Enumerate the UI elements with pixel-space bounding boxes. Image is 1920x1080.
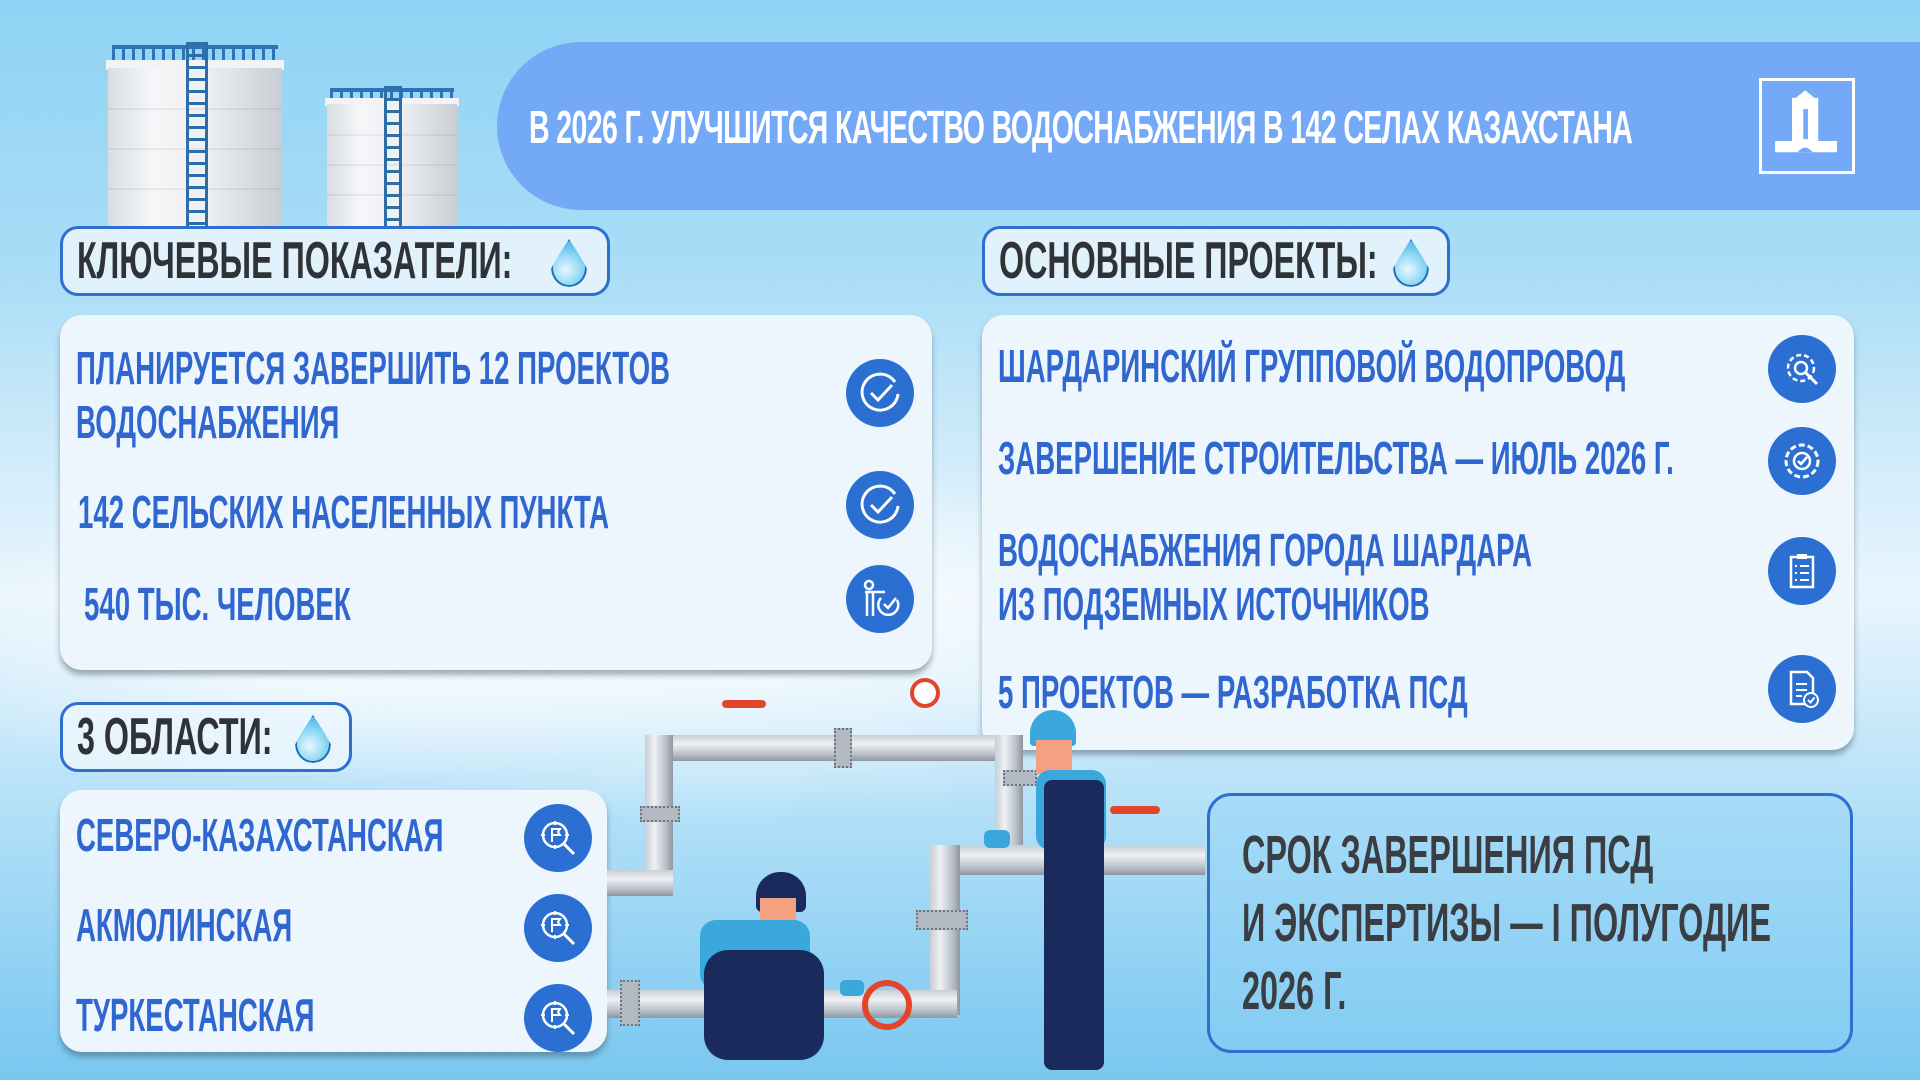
gear-check-icon [1768, 427, 1836, 495]
document-check-icon [1768, 655, 1836, 723]
pressure-gauge-icon [910, 678, 940, 708]
key-indicators-card: ПЛАНИРУЕТСЯ ЗАВЕРШИТЬ 12 ПРОЕКТОВ ВОДОСН… [60, 315, 932, 670]
check-circle-icon [846, 471, 914, 539]
person-check-icon [846, 565, 914, 633]
indicator-projects-line2: ВОДОСНАБЖЕНИЯ [76, 396, 340, 448]
region-akmola: АКМОЛИНСКАЯ [76, 899, 293, 951]
project-shardara-pipeline: ШАРДАРИНСКИЙ ГРУППОВОЙ ВОДОПРОВОД [998, 340, 1626, 392]
water-drop-icon [1393, 239, 1429, 287]
main-projects-card: ШАРДАРИНСКИЙ ГРУППОВОЙ ВОДОПРОВОД ЗАВЕРШ… [982, 315, 1854, 750]
map-search-flag-icon [524, 804, 592, 872]
deadline-line3: 2026 Г. [1242, 961, 1347, 1021]
water-drop-icon [551, 239, 587, 287]
key-indicators-heading: КЛЮЧЕВЫЕ ПОКАЗАТЕЛИ: [60, 226, 610, 296]
deadline-box: СРОК ЗАВЕРШЕНИЯ ПСД И ЭКСПЕРТИЗЫ — I ПОЛ… [1207, 793, 1853, 1053]
indicator-villages: 142 СЕЛЬСКИХ НАСЕЛЕННЫХ ПУНКТА [78, 486, 610, 538]
project-construction-deadline: ЗАВЕРШЕНИЕ СТРОИТЕЛЬСТВА — ИЮЛЬ 2026 Г. [998, 432, 1674, 484]
government-building-icon [1759, 78, 1855, 174]
header-banner: В 2026 Г. УЛУЧШИТСЯ КАЧЕСТВО ВОДОСНАБЖЕН… [497, 42, 1920, 210]
regions-card: СЕВЕРО-КАЗАХСТАНСКАЯ АКМОЛИНСКАЯ ТУРКЕСТ… [60, 790, 607, 1052]
region-north-kazakhstan: СЕВЕРО-КАЗАХСТАНСКАЯ [76, 809, 444, 861]
project-shardara-city-line2: ИЗ ПОДЗЕМНЫХ ИСТОЧНИКОВ [998, 578, 1430, 630]
valve-handle-icon [1110, 806, 1160, 814]
wheel-valve-icon [862, 980, 912, 1030]
project-psd-development: 5 ПРОЕКТОВ — РАЗРАБОТКА ПСД [998, 666, 1468, 718]
main-projects-heading: ОСНОВНЫЕ ПРОЕКТЫ: [982, 226, 1450, 296]
deadline-line2: И ЭКСПЕРТИЗЫ — I ПОЛУГОДИЕ [1242, 893, 1771, 953]
map-search-flag-icon [524, 984, 592, 1052]
indicator-people: 540 ТЫС. ЧЕЛОВЕК [84, 578, 351, 630]
deadline-line1: СРОК ЗАВЕРШЕНИЯ ПСД [1242, 825, 1654, 885]
water-drop-icon [295, 715, 331, 763]
page-title: В 2026 Г. УЛУЧШИТСЯ КАЧЕСТВО ВОДОСНАБЖЕН… [529, 101, 1633, 153]
region-turkestan: ТУРКЕСТАНСКАЯ [76, 989, 315, 1041]
indicator-projects-line1: ПЛАНИРУЕТСЯ ЗАВЕРШИТЬ 12 ПРОЕКТОВ [76, 342, 670, 394]
regions-heading: 3 ОБЛАСТИ: [60, 702, 352, 772]
gear-search-icon [1768, 335, 1836, 403]
clipboard-checklist-icon [1768, 537, 1836, 605]
map-search-flag-icon [524, 894, 592, 962]
valve-handle-icon [722, 700, 766, 708]
project-shardara-city-line1: ВОДОСНАБЖЕНИЯ ГОРОДА ШАРДАРА [998, 524, 1533, 576]
check-circle-icon [846, 359, 914, 427]
